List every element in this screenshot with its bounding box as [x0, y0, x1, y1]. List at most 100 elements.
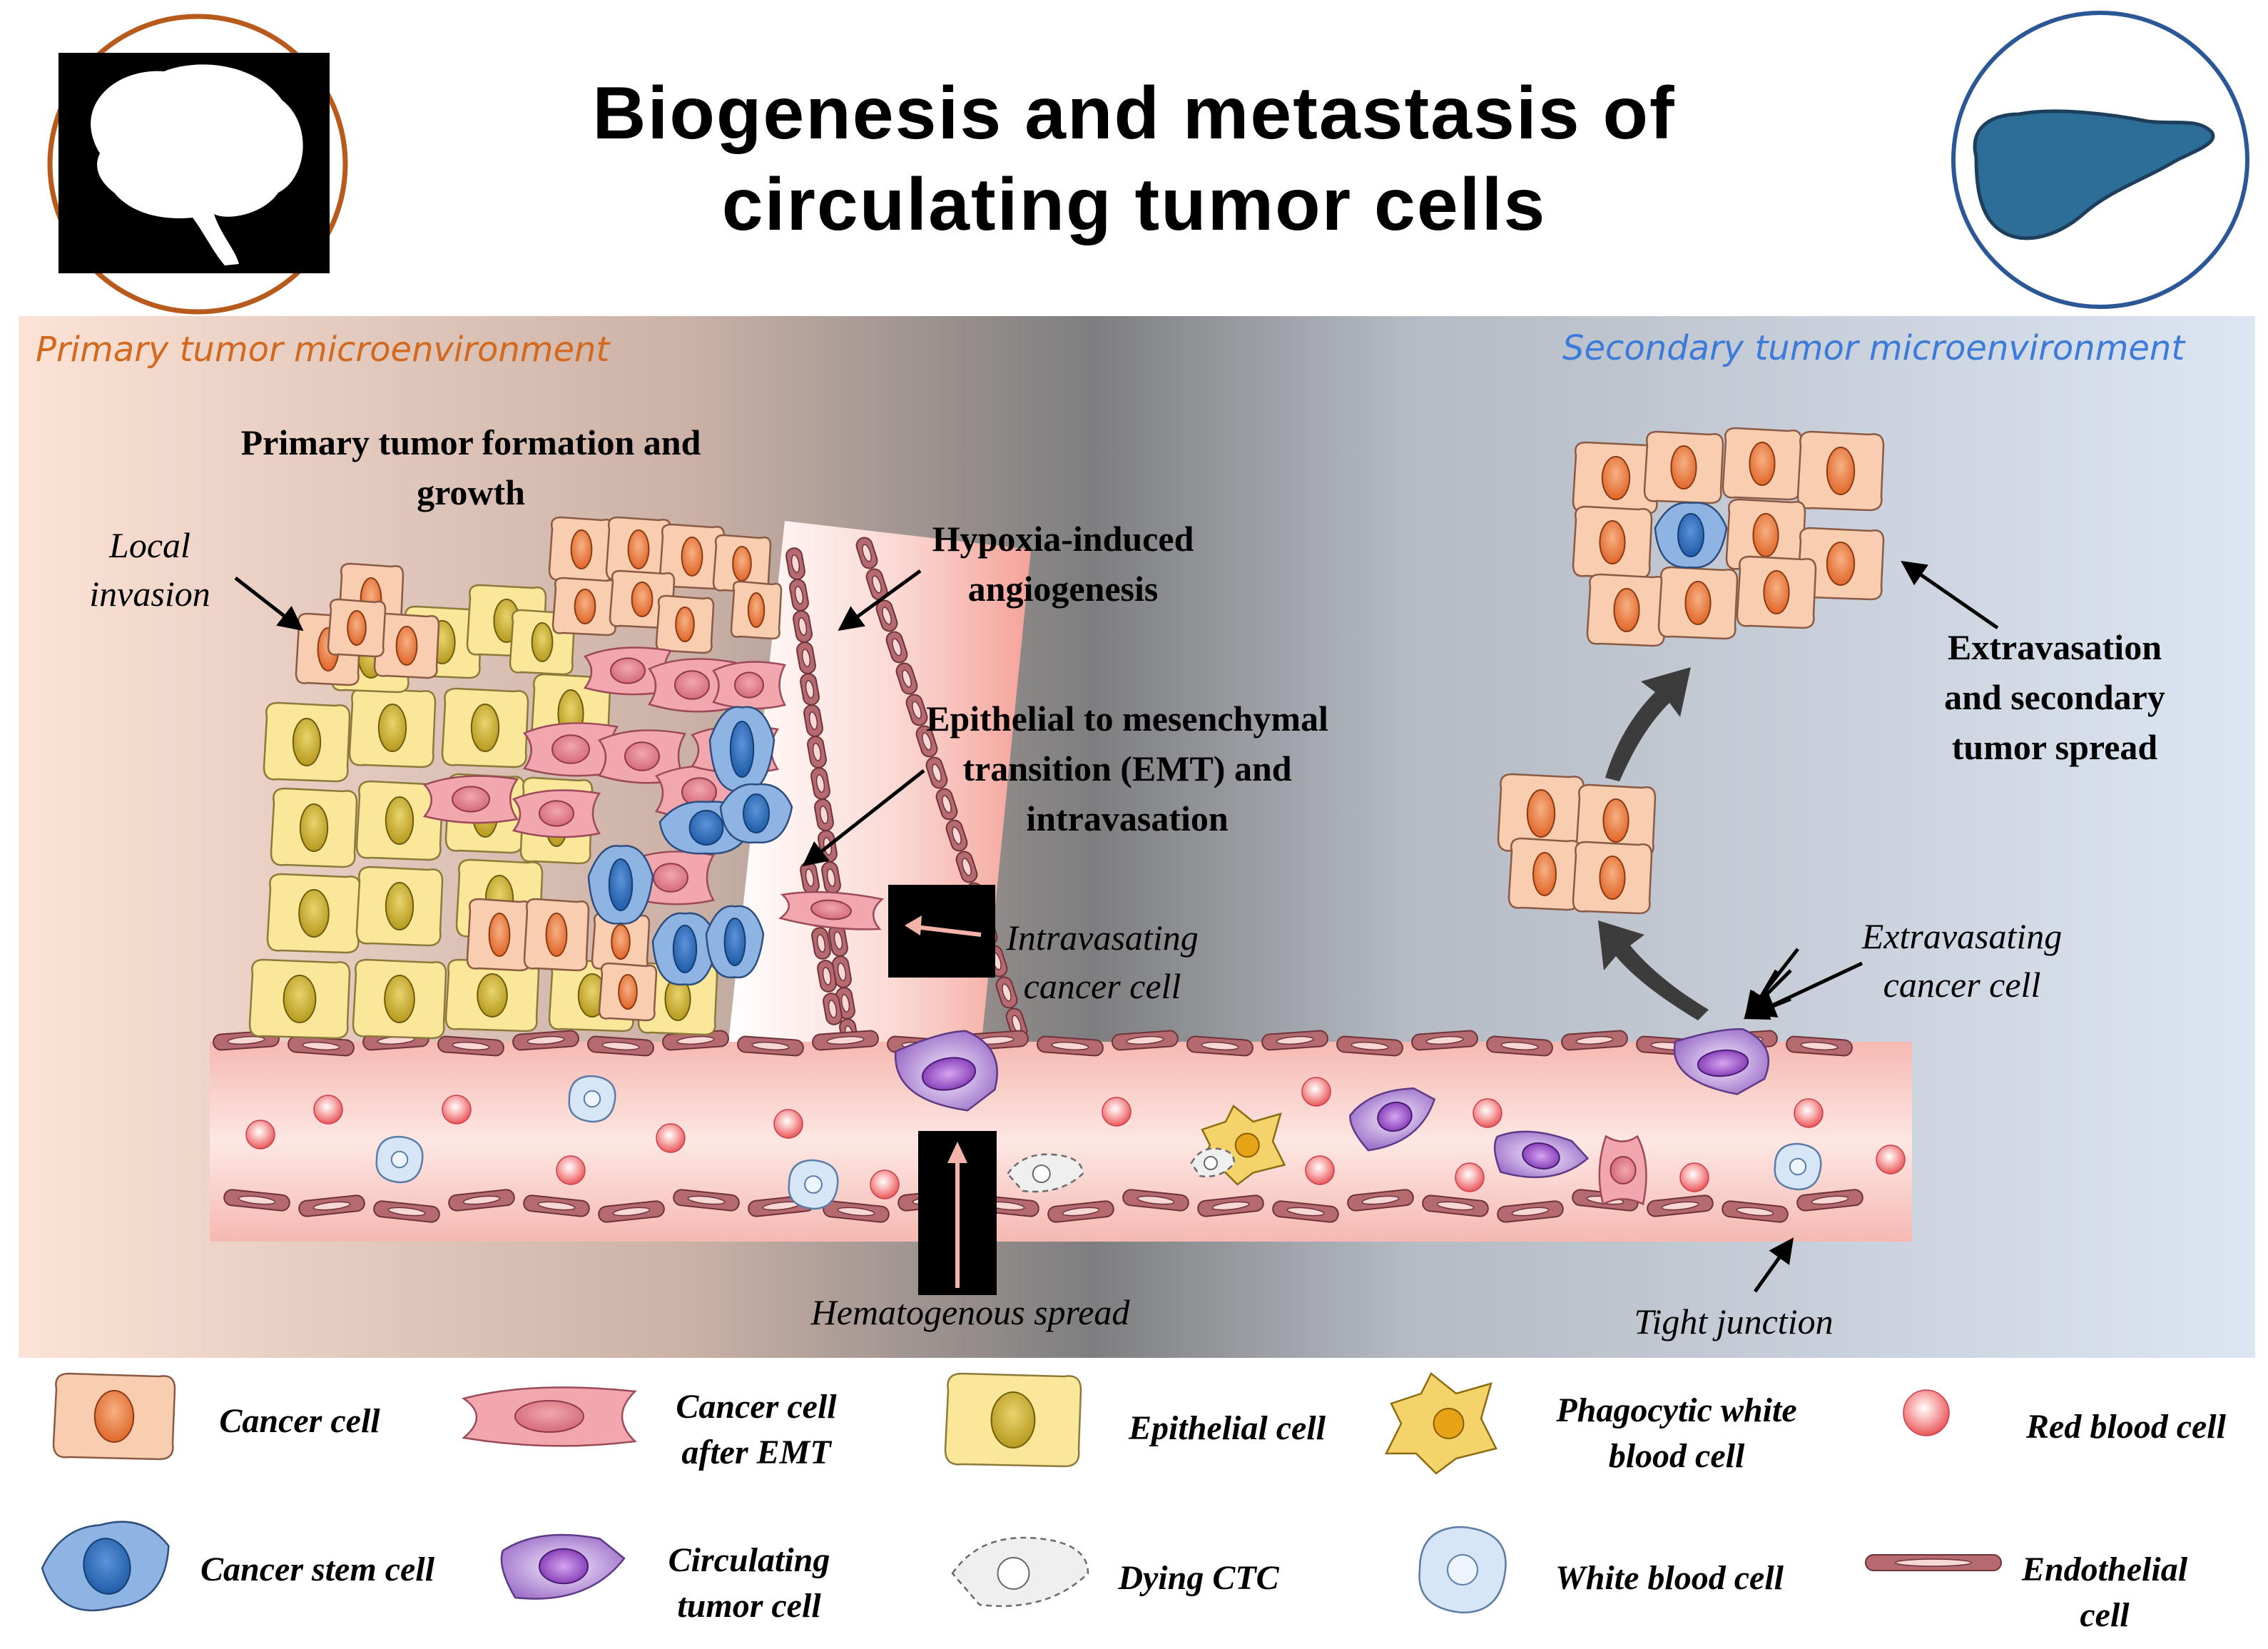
emt-cell — [583, 646, 673, 696]
endothelial-cell — [945, 819, 968, 852]
endothelial-cell — [1347, 1189, 1414, 1212]
extravasation-label-1: Extravasation — [1948, 627, 2162, 667]
hematogenous-label: Hematogenous spread — [810, 1292, 1130, 1332]
cancer-cell — [1725, 498, 1806, 572]
blood-contents — [245, 1075, 1906, 1210]
endothelial-cell — [995, 976, 1018, 1009]
cancer-cell — [1497, 773, 1585, 854]
circulating-tumor-cell — [894, 1030, 998, 1112]
cancer-cell — [1736, 555, 1817, 629]
white-blood-cell — [788, 1159, 839, 1210]
legend-label-stem-cell: Cancer stem cell — [200, 1551, 434, 1588]
endothelial-cell — [796, 641, 816, 674]
extravasating-label-1: Extravasating — [1861, 916, 2063, 956]
endothelial-cell — [935, 788, 958, 821]
endothelial-cell — [1497, 1200, 1564, 1223]
legend-label-endothelial-1: Endothelial — [2021, 1551, 2188, 1588]
circulating-tumor-cell — [1493, 1130, 1590, 1179]
red-blood-cell — [245, 1120, 275, 1150]
endothelial-cell — [885, 631, 908, 664]
epithelial-cell — [248, 958, 351, 1040]
cancer-cell — [730, 580, 783, 640]
emt-cell — [712, 661, 786, 710]
endothelial-cell — [298, 1194, 365, 1217]
legend-label-ctc-1: Circulating — [668, 1541, 830, 1579]
red-blood-cell — [1455, 1162, 1485, 1192]
emt-cell — [422, 775, 519, 824]
epithelial-cell — [355, 866, 444, 947]
cancer-cell — [658, 523, 726, 590]
cancer-cell — [466, 898, 533, 972]
cancer-cell — [1796, 527, 1885, 601]
endothelial-cell — [895, 662, 918, 695]
endothelial-cell — [865, 568, 888, 601]
red-blood-cell — [1794, 1098, 1824, 1128]
cancer-cell — [327, 598, 387, 658]
endothelial-cell — [1272, 1200, 1339, 1223]
brain-icon — [47, 14, 348, 315]
endothelial-cell — [223, 1189, 290, 1212]
endothelial-cell — [1647, 1194, 1714, 1217]
epithelial-cell — [355, 780, 444, 861]
legend-label-epithelial: Epithelial cell — [1129, 1409, 1326, 1447]
red-blood-cell — [1301, 1077, 1331, 1107]
cancer-cell — [1643, 430, 1724, 504]
white-blood-cell — [375, 1135, 424, 1184]
endothelial-cell — [437, 1035, 504, 1057]
intravasating-label-1: Intravasating — [1006, 918, 1199, 958]
epithelial-cell — [263, 701, 351, 783]
endothelial-cell — [855, 537, 878, 569]
white-blood-cell — [568, 1075, 616, 1123]
cancer-cell — [591, 912, 651, 972]
red-blood-cell — [656, 1123, 686, 1153]
metastasis-arrows — [1598, 667, 1709, 1020]
endothelial-cell — [800, 673, 820, 706]
emt-cell — [598, 729, 686, 784]
extravasation-label-3: tumor spread — [1951, 727, 2158, 767]
endothelial-cell — [598, 1200, 665, 1223]
tight-junction-arrow — [1753, 1237, 1794, 1293]
endothelial-cell — [817, 960, 837, 993]
legend-label-dying-ctc: Dying CTC — [1118, 1559, 1279, 1597]
endothelial-cell — [875, 599, 898, 632]
cancer-cell — [1586, 573, 1667, 647]
primary-tumor — [248, 516, 793, 1040]
emt-label-2: transition (EMT) and — [962, 749, 1292, 788]
red-blood-cell — [1305, 1155, 1335, 1185]
endothelial-cell — [789, 579, 809, 612]
cancer-cell — [1572, 505, 1653, 579]
endothelial-cell — [823, 993, 843, 1025]
cancer-stem-cell — [705, 905, 765, 979]
endothelial-cell — [955, 851, 978, 883]
epithelial-cell — [266, 873, 362, 954]
endothelial-cell — [1261, 1030, 1328, 1051]
intravasation-arrow-box — [888, 885, 995, 978]
red-blood-cell — [1903, 1389, 1950, 1436]
endothelial-cell — [828, 924, 848, 957]
endothelial-cell — [812, 1030, 879, 1051]
red-blood-cell — [313, 1095, 343, 1125]
local-invasion-label-1: Local — [109, 525, 190, 565]
cancer-cell — [1657, 566, 1739, 640]
red-blood-cell — [442, 1095, 472, 1125]
legend-label-emt-cell-1: Cancer cell — [676, 1388, 837, 1426]
phagocytic-white-blood-cell — [1384, 1372, 1497, 1475]
cancer-stem-cell — [719, 783, 793, 844]
white-blood-cell — [1418, 1526, 1507, 1614]
endothelial-cell — [1197, 1194, 1264, 1217]
cancer-cell — [712, 534, 772, 594]
endothelial-cell — [810, 767, 830, 800]
endothelial-cell — [925, 756, 948, 789]
red-blood-cell — [1102, 1097, 1132, 1127]
circulating-tumor-cell — [1673, 1028, 1770, 1095]
endothelial-cell — [1561, 1030, 1628, 1051]
endothelial-cell — [673, 1189, 740, 1212]
endothelial-cell — [737, 1035, 804, 1057]
hypoxia-label-2: angiogenesis — [967, 569, 1159, 609]
emt-cell — [1598, 1135, 1647, 1206]
endothelial-cell — [1786, 1035, 1853, 1057]
emt-cell — [462, 1386, 637, 1447]
legend-label-emt-cell-2: after EMT — [681, 1434, 831, 1471]
endothelial-cell — [1722, 1200, 1789, 1223]
